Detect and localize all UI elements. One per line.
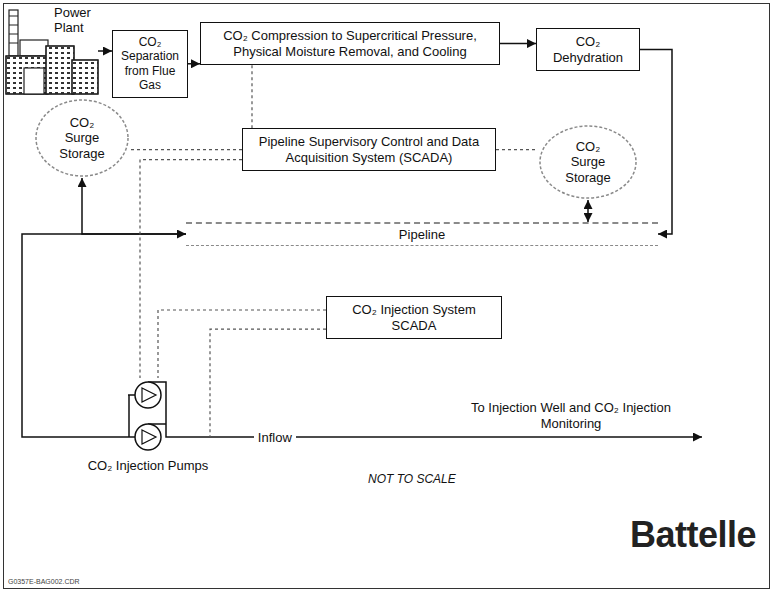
node-text: CO₂ Surge Storage	[51, 115, 113, 162]
flow-line	[188, 63, 200, 65]
flow-line	[82, 178, 186, 234]
signal-line	[496, 149, 538, 150]
node-text: CO₂ Dehydration	[543, 34, 633, 65]
storage-cloud: CO₂ Surge Storage	[538, 124, 638, 200]
pump-symbols	[128, 378, 168, 454]
signal-line	[130, 149, 242, 150]
power-plant: Power Plant	[6, 6, 98, 96]
node-text: Pipeline Supervisory Control and Data Ac…	[249, 134, 489, 165]
destination-text: To Injection Well and CO₂ Injection Moni…	[440, 400, 702, 438]
signal-line	[251, 65, 252, 128]
node-text: CO₂ Injection System SCADA	[333, 302, 495, 333]
flow-line	[168, 436, 702, 438]
pipeline-band: Pipeline	[186, 222, 658, 246]
node-text: CO₂ Compression to Supercritical Pressur…	[207, 28, 493, 59]
flow-line	[500, 43, 536, 45]
process-box: CO₂ Compression to Supercritical Pressur…	[200, 22, 500, 65]
node-text: CO₂ Separation from Flue Gas	[117, 35, 183, 93]
frame-border	[4, 4, 770, 589]
node-text: Pipeline	[395, 227, 449, 242]
flow-line	[98, 50, 112, 52]
pump-group: CO₂ Injection Pumps	[128, 378, 168, 454]
signal-line	[140, 160, 242, 378]
scale-note: NOT TO SCALE	[368, 472, 456, 486]
node-text: To Injection Well and CO₂ Injection Moni…	[440, 400, 702, 433]
control-box: CO₂ Injection System SCADA	[326, 296, 502, 339]
edge-label: Inflow	[254, 430, 296, 445]
process-box: CO₂ Separation from Flue Gas	[112, 30, 188, 98]
node-text: Power Plant	[54, 6, 102, 36]
flow-line	[22, 234, 186, 437]
node-text: CO₂ Surge Storage	[557, 139, 619, 186]
storage-cloud: CO₂ Surge Storage	[34, 98, 130, 178]
flow-line	[640, 50, 672, 234]
control-box: Pipeline Supervisory Control and Data Ac…	[242, 128, 496, 171]
flow-line	[587, 200, 589, 222]
company-logo: Battelle	[630, 514, 756, 556]
node-text: CO₂ Injection Pumps	[38, 458, 258, 473]
signal-tap	[210, 329, 326, 437]
file-code: G0357E-BAG002.CDR	[8, 578, 80, 585]
process-box: CO₂ Dehydration	[536, 28, 640, 71]
signal-line	[158, 310, 326, 378]
